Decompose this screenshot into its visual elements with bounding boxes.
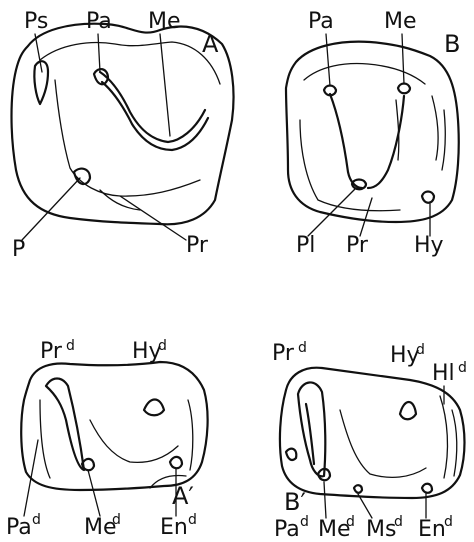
panel-b-prime-hyd-cusp bbox=[400, 402, 416, 419]
label-b-me: Me bbox=[384, 9, 417, 34]
panel-a-prime-prd-cusp bbox=[46, 379, 84, 471]
panel-a-pr-groove bbox=[100, 190, 140, 210]
label-b-prd: Pr bbox=[272, 341, 295, 366]
panel-a-prime bbox=[21, 362, 207, 490]
label-pad: Pa bbox=[6, 515, 32, 540]
label-b-end: En bbox=[418, 517, 446, 542]
label-ps: Ps bbox=[24, 9, 48, 34]
label-b-msd: Ms bbox=[366, 517, 396, 542]
leader-pad bbox=[24, 440, 38, 516]
label-prd: Pr bbox=[40, 339, 63, 364]
label-b-hyd-sup: d bbox=[416, 342, 425, 358]
label-b-med-sup: d bbox=[346, 514, 355, 530]
leader-p bbox=[22, 178, 80, 240]
label-b-prd-sup: d bbox=[298, 340, 307, 356]
panel-b-prime-prd-inner bbox=[306, 404, 314, 464]
panel-b-prime-hld-ridge bbox=[440, 396, 457, 478]
label-b-hld-sup: d bbox=[458, 360, 467, 376]
leader-pr bbox=[120, 196, 186, 240]
label-hyd-sup: d bbox=[158, 338, 167, 354]
panel-b-lingual-rim bbox=[300, 120, 400, 211]
label-b-end-sup: d bbox=[444, 514, 453, 530]
panel-a-labels: Ps Pa Me A P Pr bbox=[12, 9, 219, 262]
panel-b-prime-basin bbox=[340, 410, 426, 477]
leader-b-pa bbox=[326, 34, 330, 86]
leader-pa bbox=[98, 34, 100, 72]
label-me: Me bbox=[148, 9, 181, 34]
panel-a-prime-hyd-cusp bbox=[144, 400, 164, 416]
panel-a bbox=[12, 24, 234, 225]
label-b-pl: Pl bbox=[296, 233, 315, 258]
panel-b-right-ridges bbox=[432, 96, 445, 170]
panel-b-ridge-left bbox=[330, 94, 362, 188]
leader-b-me bbox=[402, 34, 404, 84]
panel-a-ridge bbox=[100, 72, 205, 142]
panel-b-prime-end-cusp bbox=[422, 484, 432, 493]
panel-b-ridge-mid bbox=[396, 100, 399, 160]
label-b-hy: Hy bbox=[414, 233, 444, 258]
panel-b-hy-cusp bbox=[422, 192, 434, 203]
label-pr: Pr bbox=[186, 233, 209, 258]
label-b-msd-sup: d bbox=[394, 514, 403, 530]
label-b-pa: Pa bbox=[308, 9, 334, 34]
label-pad-sup: d bbox=[32, 512, 41, 528]
panel-a-prime-letter: A′ bbox=[172, 482, 194, 510]
panel-b-prime bbox=[280, 368, 465, 498]
label-p: P bbox=[12, 237, 25, 262]
label-b-pr: Pr bbox=[346, 233, 369, 258]
panel-a-letter: A bbox=[202, 30, 219, 58]
panel-a-prime-basin bbox=[90, 420, 178, 462]
label-end: En bbox=[160, 515, 188, 540]
label-pa: Pa bbox=[86, 9, 112, 34]
label-end-sup: d bbox=[188, 512, 197, 528]
panel-b-prime-pad-cusp bbox=[286, 449, 296, 460]
panel-b bbox=[286, 42, 459, 222]
panel-b-prime-outline bbox=[280, 368, 465, 498]
label-b-pad-sup: d bbox=[300, 514, 309, 530]
leader-me bbox=[160, 34, 170, 136]
leader-b-med bbox=[324, 482, 326, 518]
label-med-sup: d bbox=[112, 512, 121, 528]
panel-b-me-cusp bbox=[398, 84, 410, 94]
label-b-hld: Hl bbox=[432, 361, 455, 386]
panel-b-prime-msd-cusp bbox=[354, 485, 362, 493]
panel-b-prime-letter: B′ bbox=[284, 488, 306, 516]
leader-med bbox=[88, 470, 100, 516]
leader-b-pr bbox=[360, 198, 372, 236]
panel-a-inner-rim bbox=[40, 42, 220, 84]
panel-b-letter: B bbox=[444, 30, 460, 58]
label-b-pad: Pa bbox=[274, 517, 300, 542]
panel-b-inner-rim bbox=[304, 64, 425, 84]
label-prd-sup: d bbox=[66, 338, 75, 354]
panel-a-prime-end-cusp bbox=[170, 457, 182, 468]
panel-b-prime-prd-cusp bbox=[298, 382, 325, 476]
